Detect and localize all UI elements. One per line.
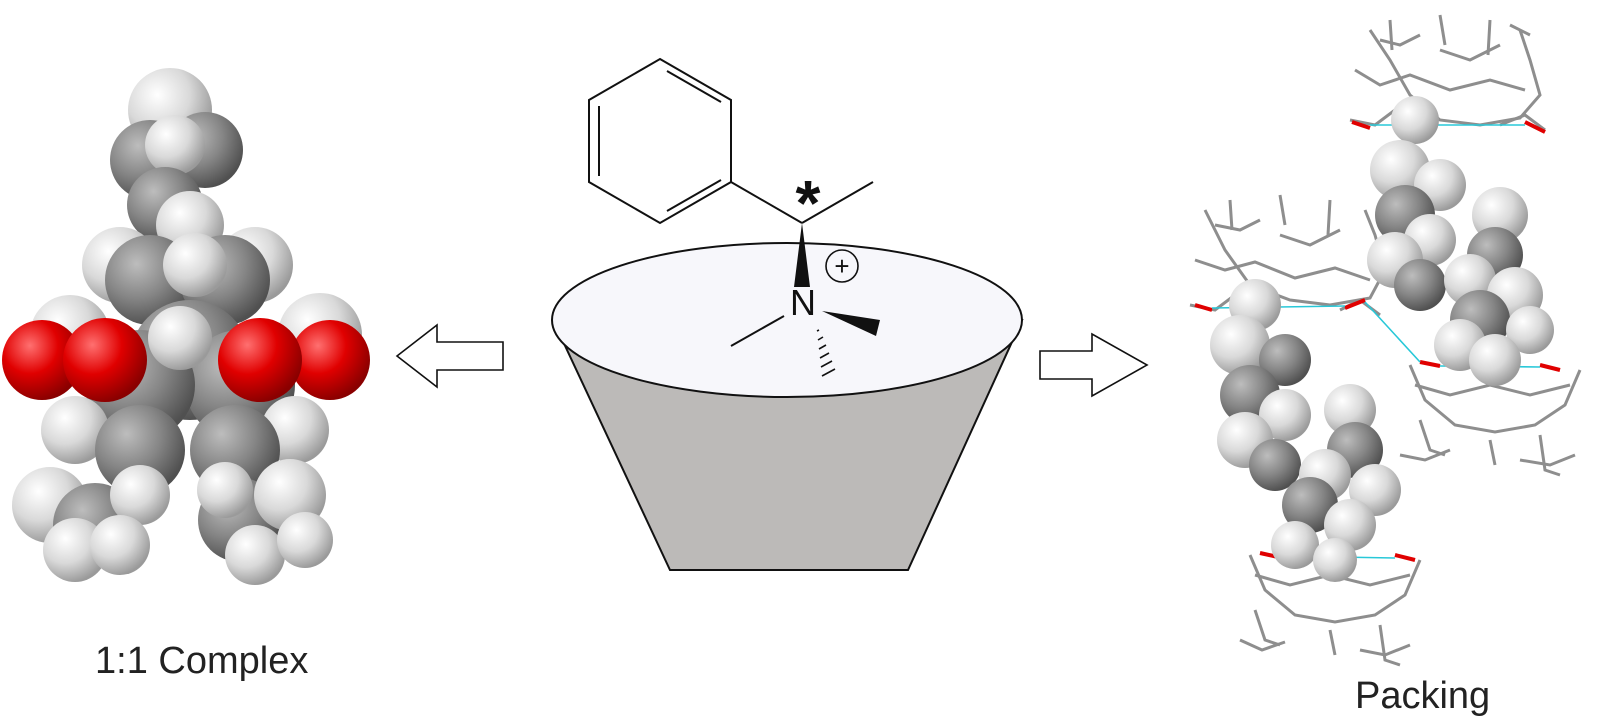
hydrogen-atom [163,233,227,297]
arrow-left-icon [395,323,504,389]
host-framework-middle-left [1189,194,1387,317]
host-framework-top [1349,14,1546,132]
host-bowl [551,242,1024,571]
hydrogen-atom [277,512,333,568]
arrow-right-icon [1039,332,1149,398]
hydrogen-atom [225,525,285,585]
complex-label: 1:1 Complex [95,640,309,682]
hydrogen-atom [43,518,107,582]
stereocenter-asterisk: * [796,167,821,239]
wedge-bond [794,223,810,287]
oxygen-atom [63,318,147,402]
nitrogen-label: N [790,282,816,323]
hashed-bond [816,329,836,377]
oxygen-atom [290,320,370,400]
oxygen-atom [218,318,302,402]
charge-circle [825,249,859,283]
benzene-ring [588,57,732,225]
guest-spheres-upper [1367,96,1554,386]
hydrogen-atom [41,396,109,464]
crystal-packing-model [1189,14,1582,667]
ring-bond [730,181,803,224]
hydrogen-atom [148,306,212,370]
hydrogen-atom [145,115,205,175]
guest-molecule [588,57,880,377]
hydrogen-atom [90,515,150,575]
n-methyl-bond [730,315,785,347]
packing-label: Packing [1355,675,1491,717]
oxygen-atom [2,320,82,400]
hydrogen-atom [110,465,170,525]
positive-charge: + [834,251,849,281]
hydrogen-atom [197,462,253,518]
carbon-atom [95,405,185,495]
guest-spheres-lower [1210,279,1401,582]
methyl-bond [801,181,874,224]
complex-space-filling-model [2,68,370,585]
wedge-bond [822,311,880,336]
